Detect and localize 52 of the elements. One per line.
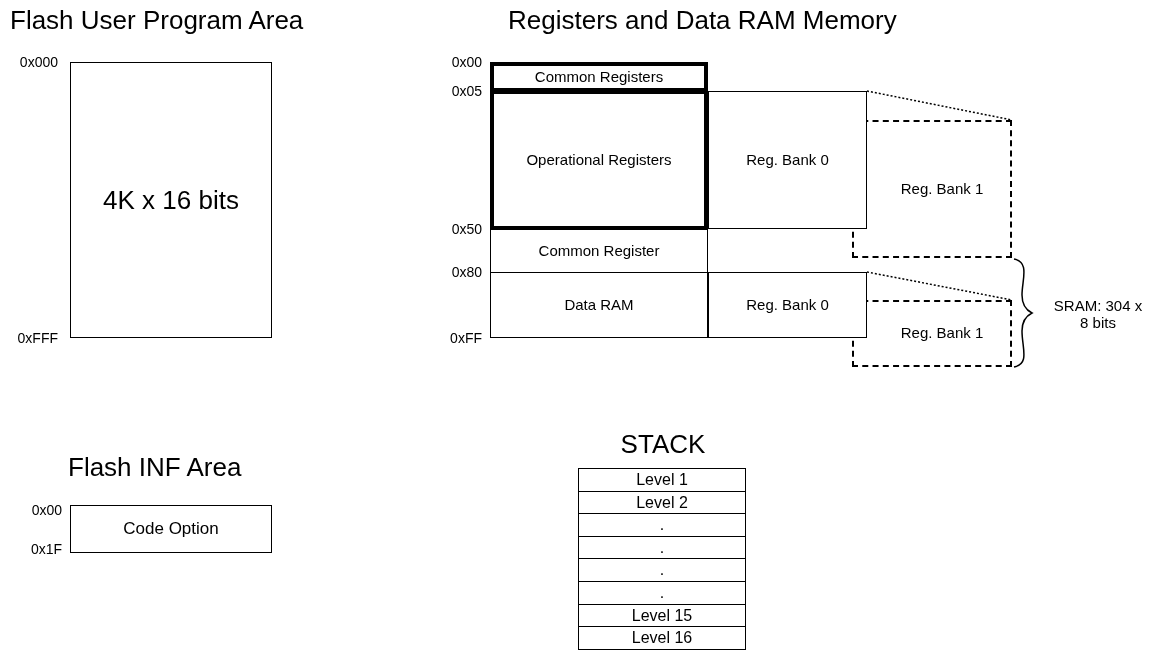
register-block bbox=[490, 90, 708, 230]
address-label: 0xFF bbox=[450, 329, 482, 347]
stack-cell bbox=[578, 535, 746, 560]
register-block bbox=[490, 62, 708, 92]
section-heading: Flash INF Area bbox=[68, 453, 242, 483]
memory-block bbox=[70, 62, 272, 338]
block-label: . bbox=[659, 516, 665, 534]
block-label: Level 2 bbox=[636, 493, 688, 512]
stack-cell bbox=[578, 513, 746, 537]
address-label: 0xFFF bbox=[17, 329, 58, 347]
address-label: 0x05 bbox=[451, 82, 482, 100]
block-label: . bbox=[659, 561, 665, 579]
block-label: Reg. Bank 1 bbox=[900, 180, 984, 198]
stack-cell bbox=[578, 626, 746, 650]
size-note: SRAM: 304 x 8 bits bbox=[1052, 296, 1144, 332]
section-heading: Flash User Program Area bbox=[10, 6, 304, 36]
block-label: 4K x 16 bits bbox=[103, 185, 239, 215]
stack-cell bbox=[578, 468, 746, 492]
address-label: 0x1F bbox=[30, 540, 62, 558]
stack-cell bbox=[578, 581, 746, 605]
block-label: Level 15 bbox=[631, 606, 693, 625]
address-label: 0x80 bbox=[451, 263, 482, 281]
block-label: Data RAM bbox=[564, 296, 634, 314]
address-label: 0x00 bbox=[31, 501, 62, 519]
block-label: Common Register bbox=[538, 242, 660, 260]
bank-block bbox=[852, 300, 1012, 367]
block-label: Reg. Bank 0 bbox=[746, 296, 829, 314]
memory-block bbox=[708, 91, 867, 229]
block-label: . bbox=[659, 538, 665, 557]
block-label: . bbox=[659, 584, 665, 602]
stack-cell bbox=[578, 603, 746, 628]
stack-cell bbox=[578, 490, 746, 515]
section-heading: Registers and Data RAM Memory bbox=[508, 6, 897, 36]
memory-block bbox=[70, 505, 272, 553]
block-label: Operational Registers bbox=[526, 151, 672, 169]
memory-block bbox=[490, 229, 708, 273]
memory-block bbox=[708, 272, 867, 338]
projection-line bbox=[866, 90, 1013, 121]
block-label: Common Registers bbox=[534, 68, 664, 86]
projection-line bbox=[866, 271, 1013, 301]
block-label: Level 1 bbox=[636, 471, 688, 489]
bank-block bbox=[852, 120, 1012, 258]
address-label: 0x00 bbox=[451, 53, 482, 71]
address-label: 0x50 bbox=[451, 220, 482, 238]
block-label: Reg. Bank 1 bbox=[900, 325, 984, 342]
section-heading: STACK bbox=[620, 430, 706, 460]
block-label: Reg. Bank 0 bbox=[746, 151, 829, 169]
memory-block bbox=[490, 272, 708, 338]
stack-cell bbox=[578, 558, 746, 582]
block-label: Level 16 bbox=[631, 629, 693, 647]
block-label: Code Option bbox=[123, 519, 219, 539]
address-label: 0x000 bbox=[19, 53, 58, 71]
